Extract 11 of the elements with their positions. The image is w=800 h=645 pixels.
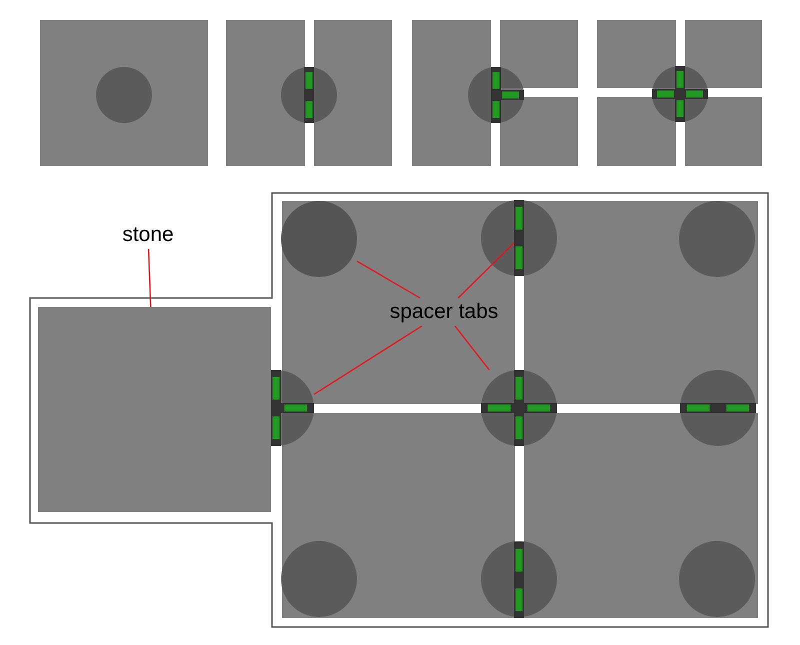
leader-line bbox=[458, 242, 514, 298]
spacer-tab bbox=[481, 370, 557, 446]
leader-line bbox=[148, 248, 152, 308]
spacer-tab bbox=[271, 370, 314, 446]
leader-line bbox=[314, 325, 422, 395]
callout-label: stone bbox=[110, 221, 186, 249]
spacer-tab bbox=[514, 200, 524, 276]
stone-slab bbox=[38, 307, 271, 512]
callout-label: spacer tabs bbox=[374, 298, 514, 326]
leader-line bbox=[356, 260, 420, 299]
leader-line bbox=[454, 326, 490, 370]
